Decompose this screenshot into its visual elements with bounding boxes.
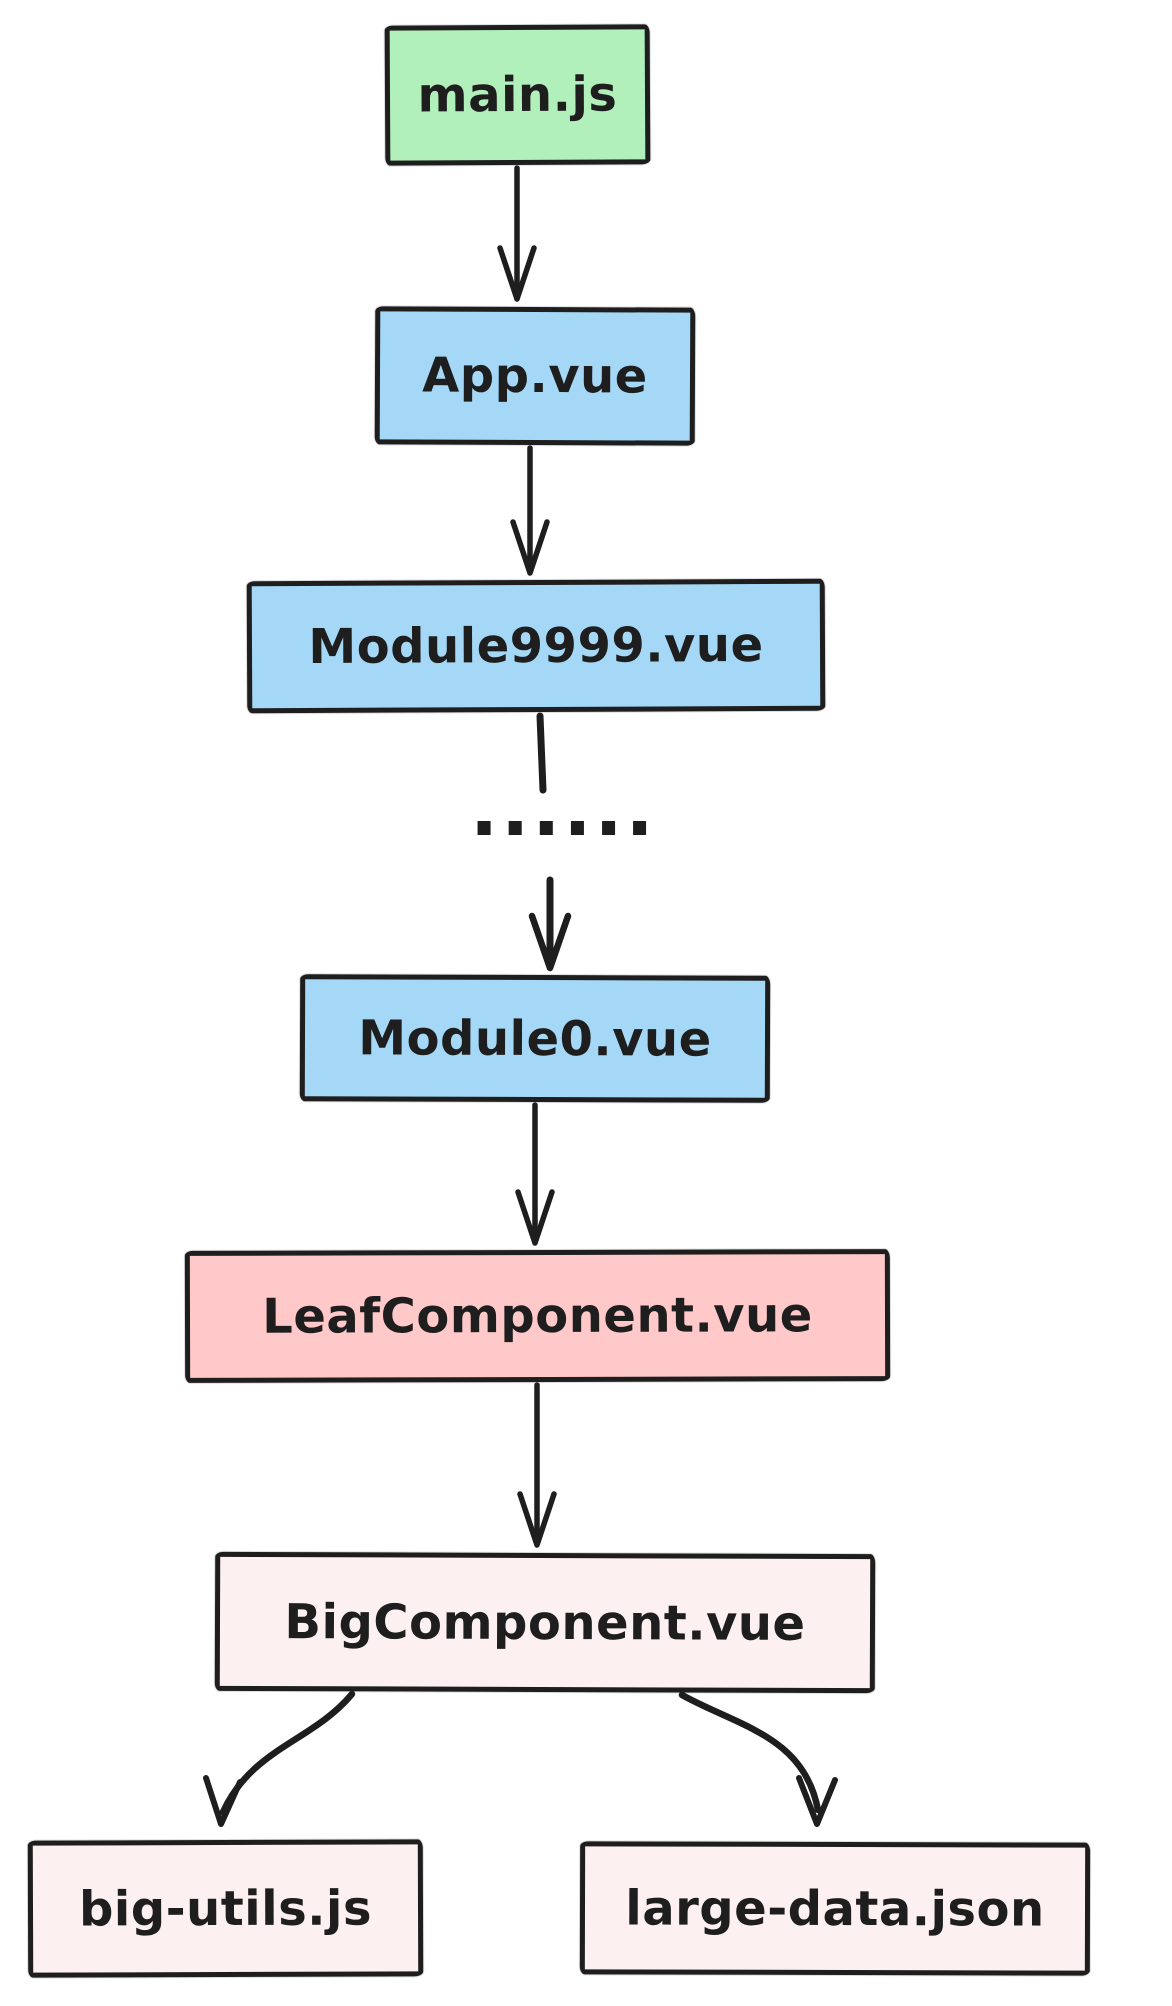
node-module0-vue: Module0.vue bbox=[299, 974, 771, 1103]
node-label: LeafComponent.vue bbox=[262, 1287, 813, 1345]
node-label: large-data.json bbox=[625, 1879, 1045, 1938]
node-module9999-vue: Module9999.vue bbox=[246, 578, 826, 714]
line-module9999-to-ellipsis bbox=[536, 712, 547, 794]
node-label: big-utils.js bbox=[78, 1879, 373, 1938]
node-label: App.vue bbox=[422, 347, 648, 405]
arrow-main-to-app bbox=[497, 165, 537, 302]
node-leaf-component-vue: LeafComponent.vue bbox=[184, 1249, 891, 1383]
node-main-js: main.js bbox=[384, 24, 651, 166]
ellipsis-label: ...... bbox=[470, 767, 657, 853]
arrow-module0-to-leaf bbox=[515, 1102, 555, 1246]
arrow-leaf-to-big bbox=[517, 1382, 557, 1548]
node-label: main.js bbox=[417, 66, 618, 124]
node-label: BigComponent.vue bbox=[284, 1593, 806, 1652]
node-app-vue: App.vue bbox=[374, 306, 696, 446]
arrow-big-to-utils bbox=[203, 1690, 356, 1827]
node-label: Module0.vue bbox=[358, 1009, 712, 1068]
arrow-big-to-data bbox=[678, 1691, 838, 1827]
arrow-ellipsis-to-module0 bbox=[528, 876, 572, 972]
node-large-data-json: large-data.json bbox=[579, 1841, 1091, 1976]
arrow-app-to-module9999 bbox=[510, 445, 550, 576]
node-label: Module9999.vue bbox=[308, 617, 764, 675]
node-big-utils-js: big-utils.js bbox=[27, 1839, 424, 1978]
node-big-component-vue: BigComponent.vue bbox=[214, 1551, 876, 1694]
